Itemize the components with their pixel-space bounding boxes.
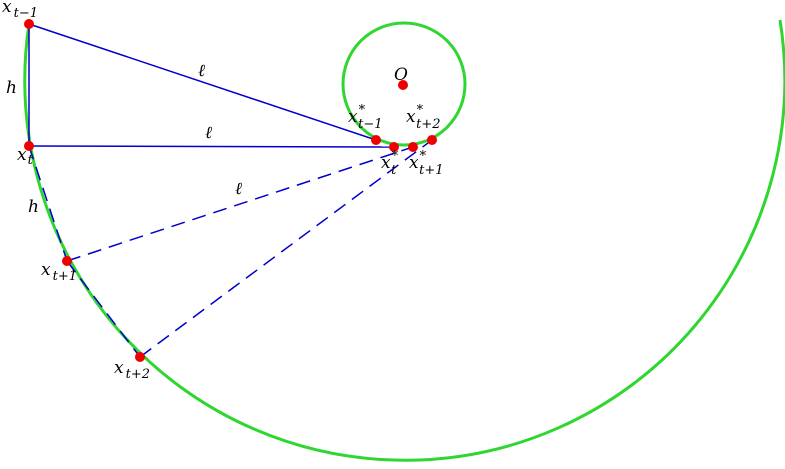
point-x-t-plus-2 xyxy=(135,352,145,362)
label-xstar-t-plus-2: x*t+2 xyxy=(406,103,440,132)
point-x-t-plus-1 xyxy=(62,256,72,266)
label-h-top: h xyxy=(6,78,17,98)
point-x-t-minus-1 xyxy=(24,19,34,29)
label-xstar-t-minus-1: x*t−1 xyxy=(348,103,382,132)
point-xstar-t-plus-2 xyxy=(427,135,437,145)
segment-ell-dashed-1 xyxy=(66,146,414,262)
point-O xyxy=(398,80,408,90)
large-arc xyxy=(23,19,785,462)
label-ell-top: ℓ xyxy=(198,61,205,81)
label-ell-mid: ℓ xyxy=(205,123,212,143)
segment-ell-mid xyxy=(28,145,395,148)
label-ell-dashed: ℓ xyxy=(235,179,242,199)
label-xstar-t-plus-1: x*t+1 xyxy=(409,149,443,178)
label-xstar-t: x*t xyxy=(381,149,399,178)
segment-ell-dashed-2 xyxy=(139,139,433,358)
segment-h-dashed-2 xyxy=(66,260,141,358)
small-circle xyxy=(341,21,467,147)
point-xstar-t-minus-1 xyxy=(371,135,381,145)
point-xstar-t-plus-1 xyxy=(408,142,418,152)
segment-ell-top xyxy=(28,23,377,141)
point-xstar-t xyxy=(389,142,399,152)
segment-h-dashed xyxy=(28,145,68,262)
label-h-bottom: h xyxy=(28,197,39,217)
point-x-t xyxy=(24,141,34,151)
label-O: O xyxy=(394,65,408,85)
label-x-t: xt xyxy=(17,145,34,168)
